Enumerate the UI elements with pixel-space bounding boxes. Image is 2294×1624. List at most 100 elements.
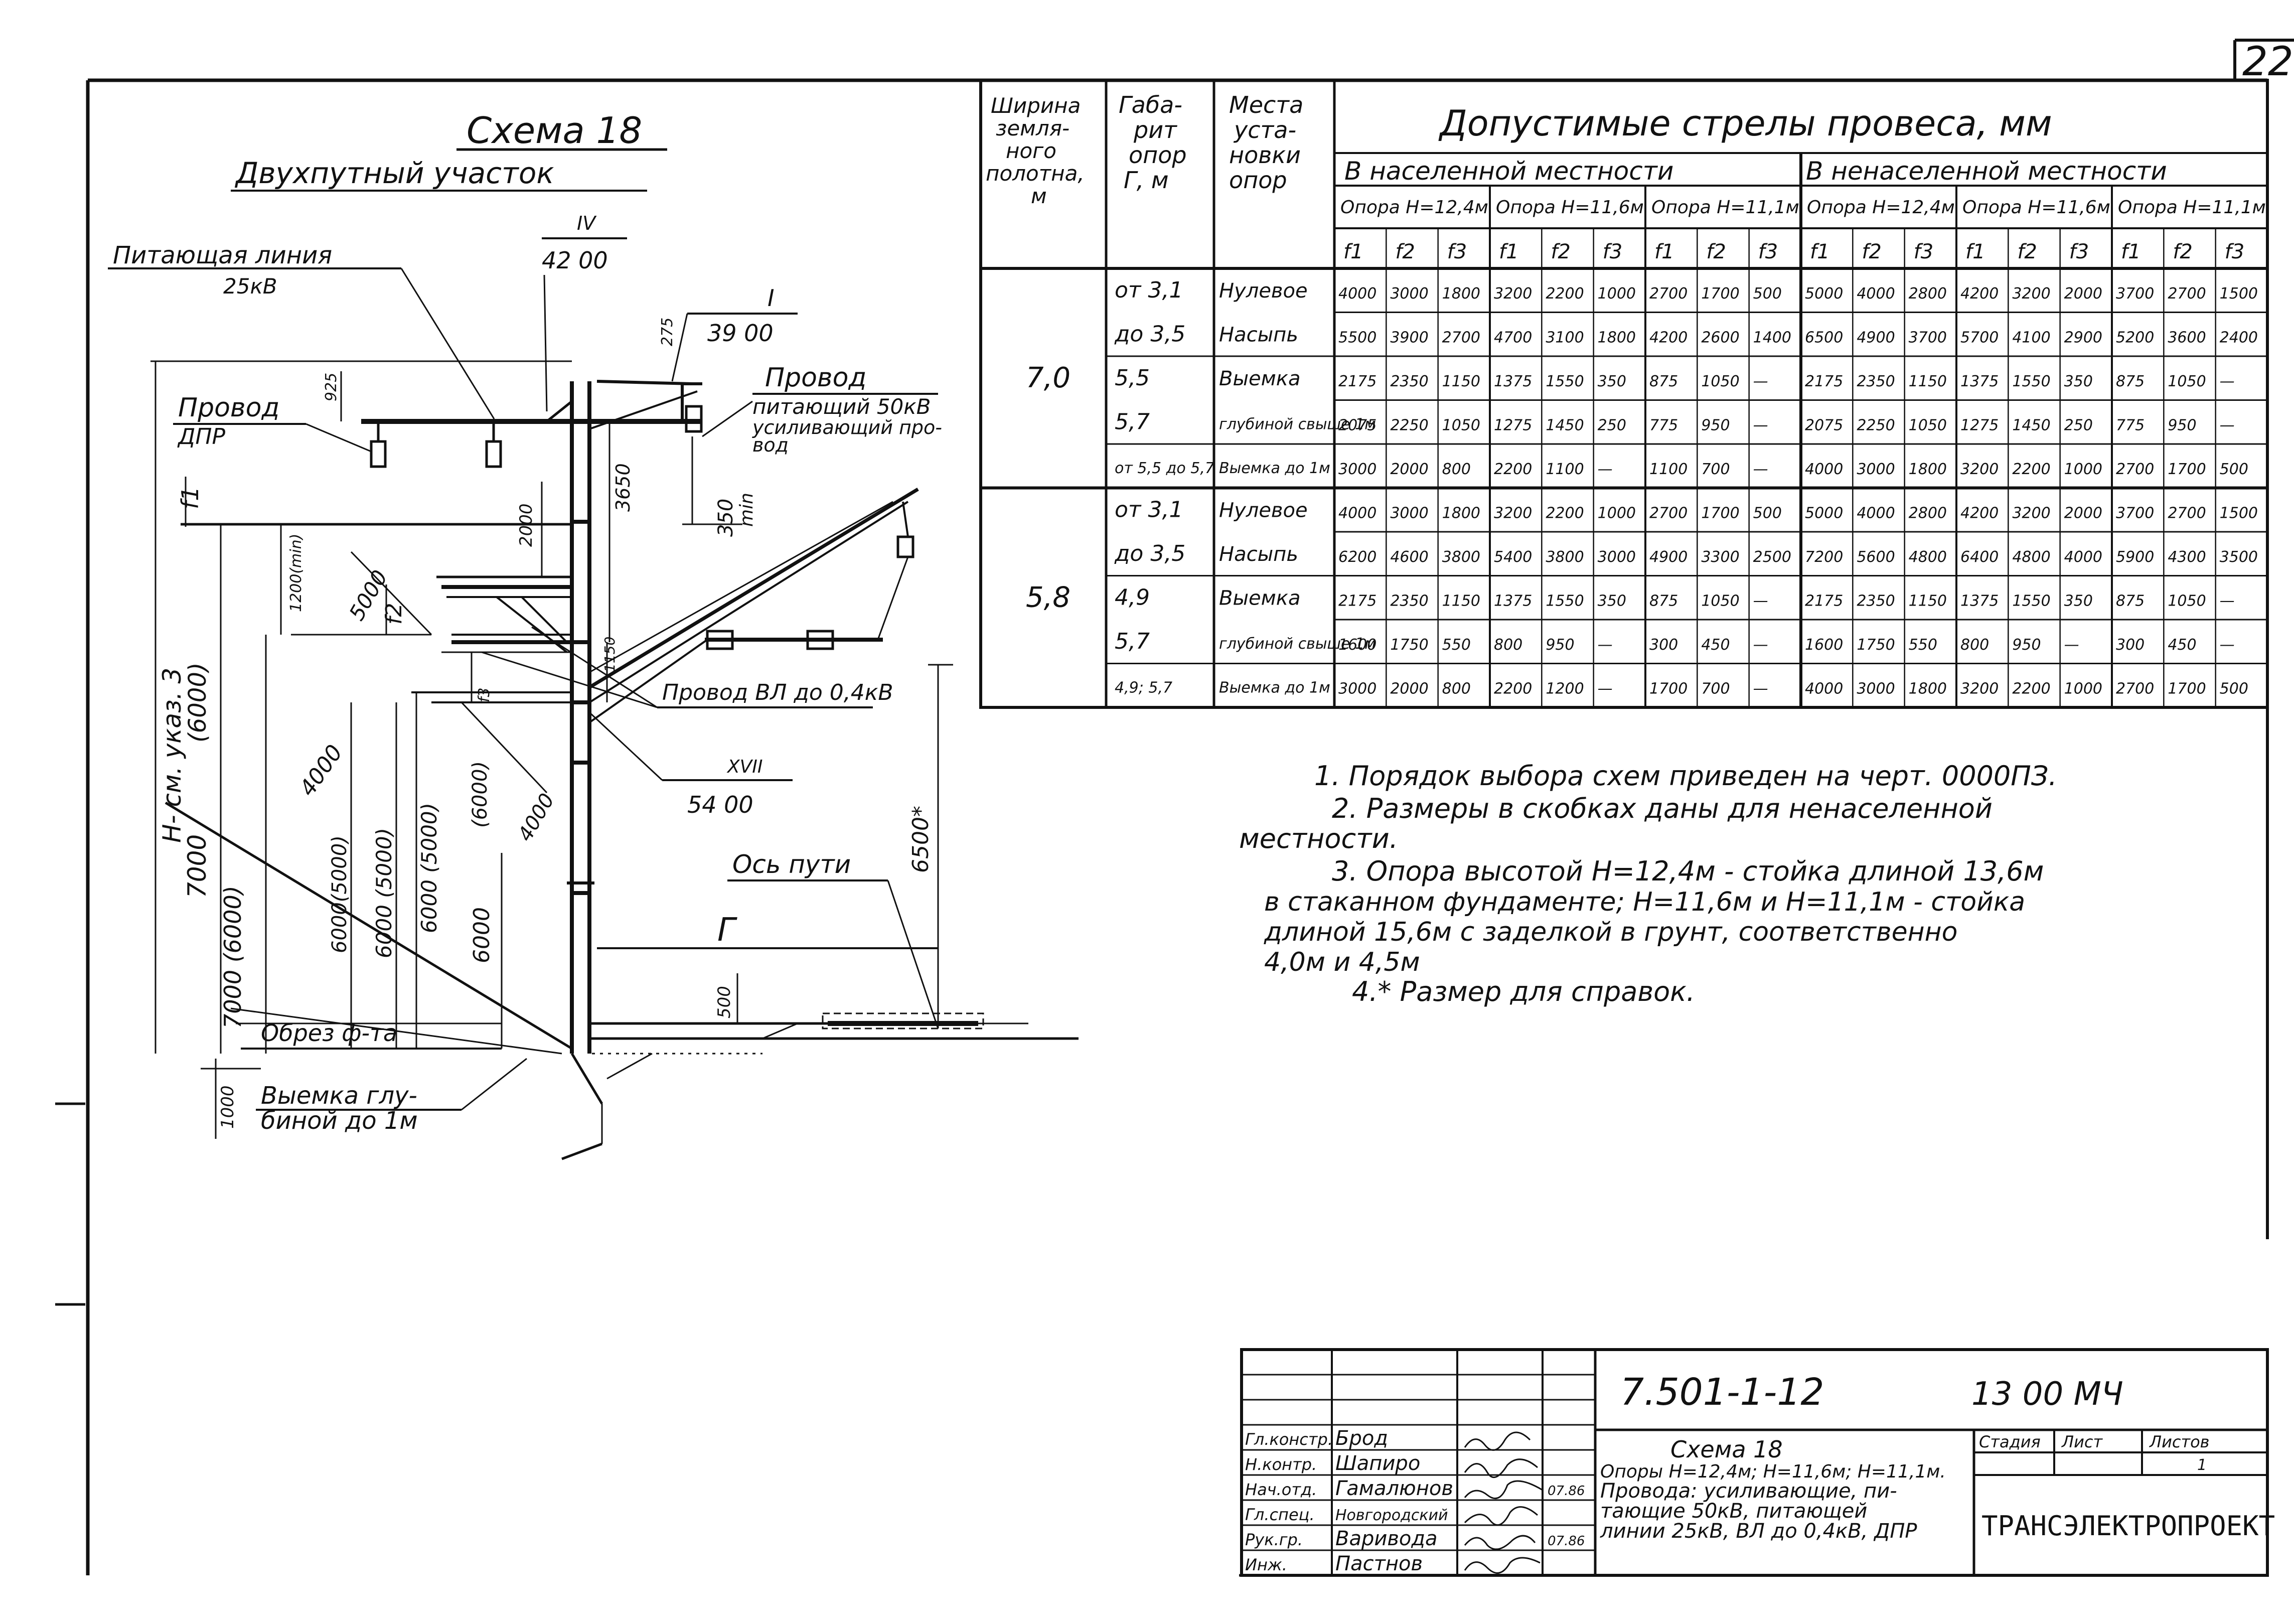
support-header: Опора H=11,6м	[1496, 197, 1644, 218]
cell-value: 1700	[2168, 461, 2206, 478]
cell-value: 950	[1546, 636, 1574, 654]
cell-value: 500	[1753, 285, 1782, 303]
cell-value: 1050	[1909, 417, 1947, 434]
dim-6000c: 6000 (5000)	[417, 803, 441, 933]
cell-value: 2700	[1649, 505, 1688, 522]
row-gabarit: 5,7	[1115, 629, 1150, 654]
cell-value: 2800	[1909, 505, 1947, 522]
cell-value: 450	[2168, 636, 2196, 654]
cell-value: 6200	[1338, 548, 1377, 566]
label-roman-xvii: XVII	[726, 757, 763, 777]
sheet-code: 13 00 МЧ	[1971, 1376, 2123, 1413]
cell-value: 2800	[1909, 285, 1947, 303]
label-wire-dpr: Провод	[178, 393, 279, 423]
tb-date: 07.86	[1548, 1484, 1585, 1499]
cell-value: 4000	[2064, 548, 2102, 566]
cell-value: 2250	[1857, 417, 1895, 434]
tb-org: ТРАНСЭЛЕКТРОПРОЕКТ	[1981, 1510, 2275, 1542]
cell-value: —	[1598, 680, 1613, 698]
label-roman-iv: IV	[577, 212, 597, 234]
cell-value: 1375	[1494, 373, 1532, 390]
f-header: f1	[2121, 240, 2141, 263]
dim-min: min	[736, 493, 757, 527]
cell-value: —	[1753, 680, 1768, 698]
cell-value: 4000	[1338, 285, 1377, 303]
col-place-l1: Места	[1229, 91, 1303, 118]
cell-value: 3300	[1701, 548, 1739, 566]
cell-value: 3100	[1546, 329, 1584, 347]
cell-value: 3000	[1390, 285, 1428, 303]
note-2b: местности.	[1239, 823, 1398, 854]
cell-value: 2075	[1338, 417, 1377, 434]
cell-value: —	[1753, 417, 1768, 434]
f-header: f3	[1914, 240, 1934, 263]
cell-value: 2500	[1753, 548, 1791, 566]
cell-value: 4200	[1960, 505, 1999, 522]
insulator-feed-50	[685, 405, 703, 433]
col-place-l2: уста-	[1233, 116, 1296, 143]
dim-1000: 1000	[218, 1085, 238, 1129]
cell-value: 350	[2064, 373, 2093, 390]
f-header: f1	[1654, 240, 1674, 263]
cell-value: 1800	[1442, 285, 1480, 303]
label-excavation-2: биной до 1м	[261, 1107, 418, 1135]
cell-value: 700	[1701, 461, 1730, 478]
col-place-l4: опор	[1229, 167, 1287, 194]
cell-value: 775	[2116, 417, 2145, 434]
cell-value: 2700	[1442, 329, 1480, 347]
cell-value: 4000	[1805, 461, 1843, 478]
col-width-l1: Ширина	[991, 93, 1081, 118]
dim-2000: 2000	[516, 503, 536, 547]
cell-value: —	[1753, 636, 1768, 654]
cell-value: 5700	[1960, 329, 1999, 347]
cell-value: 6400	[1960, 548, 1999, 566]
tb-desc-1: Опоры H=12,4м; H=11,6м; H=11,1м.	[1600, 1461, 1946, 1482]
cell-value: 250	[1598, 417, 1626, 434]
cell-value: 4200	[1960, 285, 1999, 303]
tb-role: Гл.констр.	[1245, 1430, 1333, 1449]
col-gabarit-l4: Г, м	[1124, 167, 1169, 194]
cell-value: 2350	[1857, 373, 1895, 390]
dim-4000b: 4000	[514, 790, 559, 845]
cell-value: 2700	[2168, 285, 2206, 303]
f-header: f2	[2173, 240, 2193, 263]
cell-value: 875	[2116, 593, 2145, 610]
cell-value: 3700	[1909, 329, 1947, 347]
cell-value: 700	[1701, 680, 1730, 698]
note-3c: длиной 15,6м с заделкой в грунт, соответ…	[1264, 917, 1957, 947]
signatures	[1464, 1431, 1543, 1574]
f-header: f2	[1862, 240, 1882, 263]
diagram-title: Схема 18	[467, 109, 642, 152]
title-block-roles: Гл.констр.БродН.контр.ШапироНач.отд.Гама…	[1245, 1427, 1585, 1575]
schema-diagram: Схема 18 Двухпутный участок Питающая лин…	[108, 109, 1079, 1160]
table-main-header: Допустимые стрелы провеса, мм	[1438, 103, 2052, 144]
row-gabarit: 4,9	[1115, 585, 1150, 611]
cell-value: 4700	[1494, 329, 1532, 347]
cell-value: 4600	[1390, 548, 1428, 566]
tb-role: Гл.спец.	[1245, 1505, 1315, 1524]
tb-name: Гамалюнов	[1335, 1477, 1453, 1500]
cell-value: 1275	[1960, 417, 1999, 434]
label-h-note: H- см. указ. 3	[158, 668, 187, 843]
cell-value: 3200	[2012, 505, 2050, 522]
cell-value: 2350	[1390, 373, 1428, 390]
tb-role: Н.контр.	[1245, 1455, 1317, 1474]
cell-value: 4800	[2012, 548, 2050, 566]
col-width-l5: м	[1031, 184, 1047, 208]
label-f3: f3	[476, 687, 493, 702]
label-wire-feed-3: усиливающий про-	[752, 416, 942, 438]
dim-275: 275	[659, 318, 676, 346]
cell-value: 2700	[2116, 461, 2154, 478]
cell-value: 775	[1649, 417, 1678, 434]
f-header: f3	[2069, 240, 2089, 263]
support-header: Опора H=11,1м	[2118, 197, 2266, 218]
cell-value: 800	[1494, 636, 1522, 654]
tb-date: 07.86	[1548, 1534, 1585, 1549]
table-populated: В населенной местности	[1344, 157, 1673, 186]
row-gabarit: от 5,5 до 5,7	[1115, 460, 1214, 477]
note-3b: в стаканном фундаменте; H=11,6м и H=11,1…	[1264, 887, 2025, 917]
pole	[567, 381, 594, 1054]
label-feed-line-kv: 25кВ	[223, 274, 277, 299]
row-gabarit: до 3,5	[1114, 541, 1185, 566]
